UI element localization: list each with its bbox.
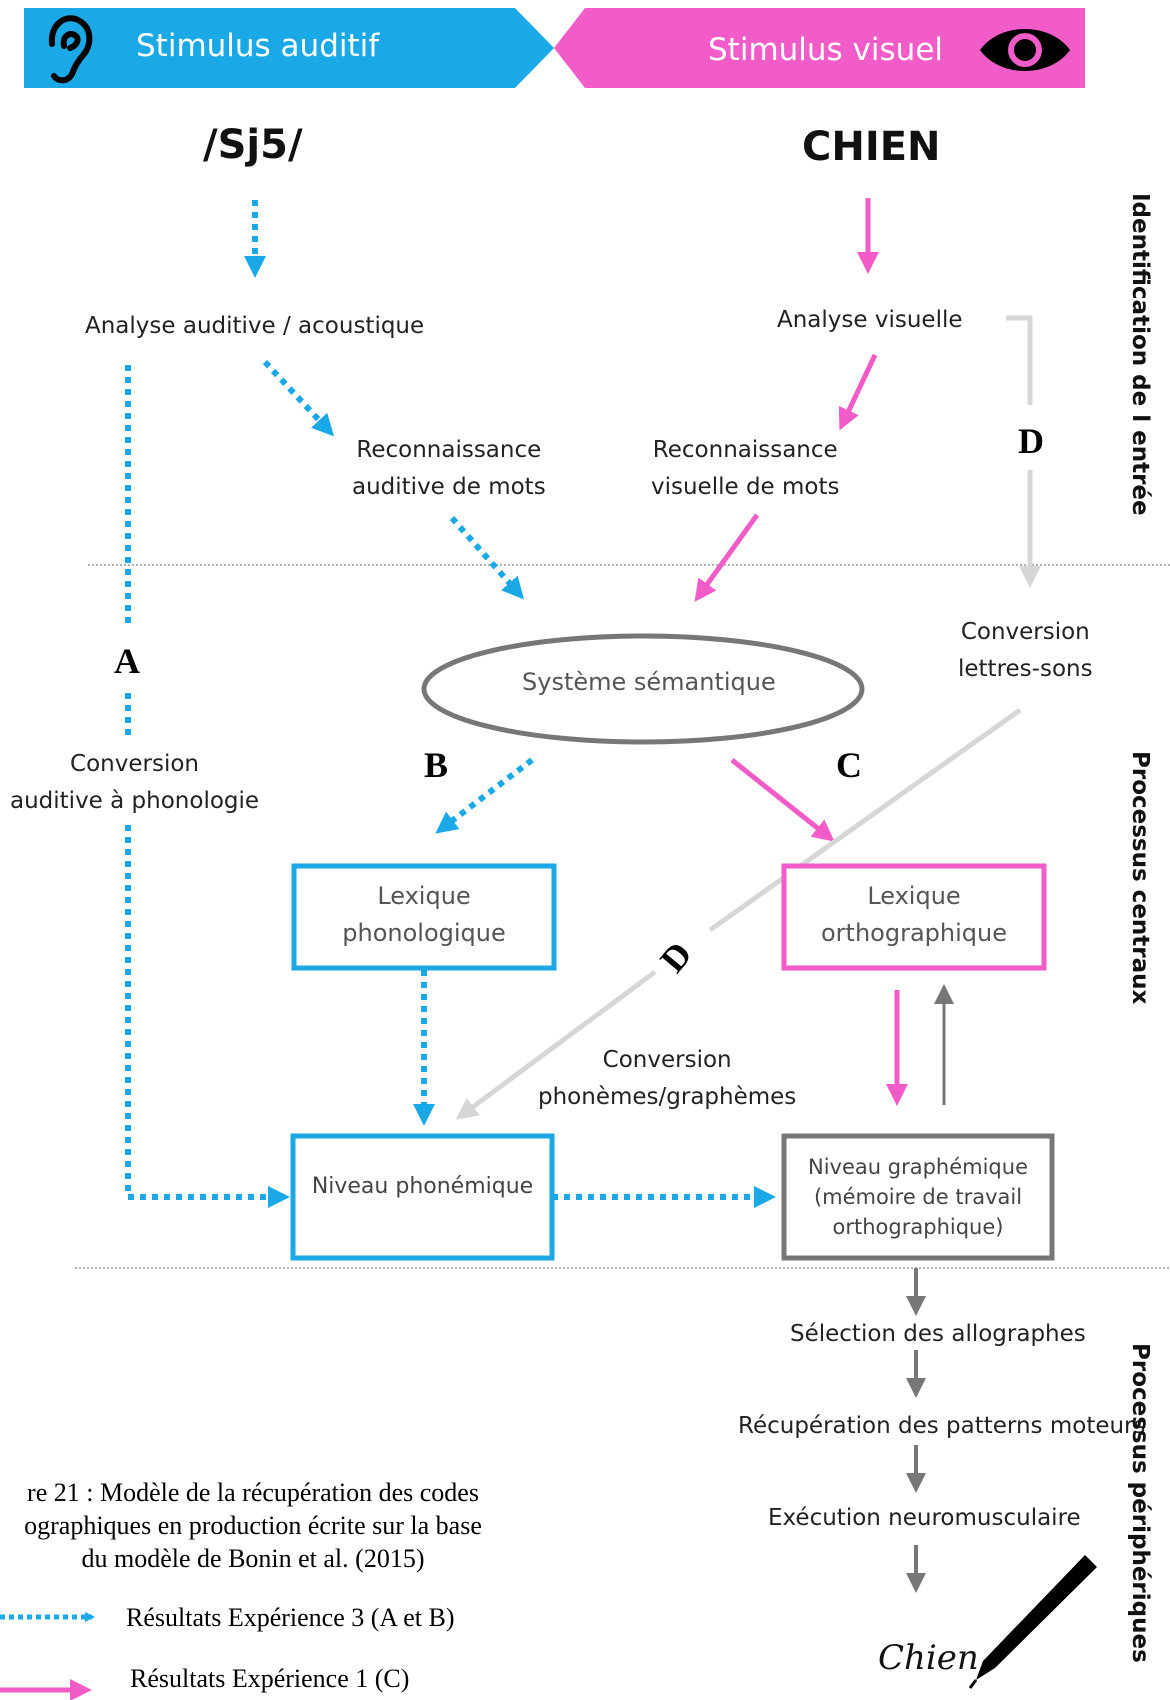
path-a-line — [125, 365, 290, 1208]
visual-analysis-label: Analyse visuelle — [777, 307, 963, 333]
auditory-pathway-arrows — [244, 200, 776, 1208]
path-letter-d-top: D — [1018, 421, 1044, 461]
letter-sound-conversion-label: Conversion lettres-sons — [958, 619, 1093, 682]
written-word: CHIEN — [802, 124, 941, 170]
visual-banner — [554, 8, 1085, 88]
section-central-processes: Processus centraux — [1127, 751, 1153, 1005]
graphemic-level-box — [781, 1133, 1055, 1261]
arrow-semantic-to-orthographic-lexicon-c — [730, 758, 835, 842]
arrow-visual-analysis-to-recognition — [838, 353, 878, 431]
path-d-lines — [455, 315, 1041, 1120]
auditory-banner — [24, 8, 554, 88]
path-letter-a: A — [114, 641, 140, 681]
eye-icon — [980, 29, 1070, 71]
visual-stimulus-label: Stimulus visuel — [708, 32, 943, 68]
arrow-visual-recognition-to-semantic — [694, 513, 760, 602]
auditory-phonology-conversion-label: Conversion auditive à phonologie — [10, 751, 260, 814]
section-input-identification: Identification de l entrée — [1127, 193, 1153, 516]
orthographic-lexicon-box — [781, 863, 1047, 971]
visual-recognition-label: Reconnaissance visuelle de mots — [651, 437, 840, 500]
allograph-selection-label: Sélection des allographes — [790, 1321, 1086, 1347]
auditory-stimulus-label: Stimulus auditif — [136, 28, 380, 64]
semantic-system-label: Système sémantique — [522, 668, 776, 696]
handwritten-output: Chien — [878, 1638, 979, 1678]
legend-label-experiment-1: Résultats Expérience 1 (C) — [130, 1664, 410, 1693]
phoneme-grapheme-conversion-label: Conversion phonèmes/graphèmes — [538, 1047, 797, 1110]
section-peripheral-processes: Processus périphériques — [1127, 1343, 1153, 1663]
path-letter-c: C — [836, 745, 862, 785]
neuromuscular-execution-label: Exécution neuromusculaire — [768, 1505, 1081, 1531]
graphemic-level-label: Niveau graphémique (mémoire de travail o… — [808, 1155, 1028, 1239]
figure-caption: re 21 : Modèle de la récupération des co… — [24, 1478, 482, 1573]
phonemic-level-label: Niveau phonémique — [311, 1174, 534, 1199]
ear-icon — [48, 15, 93, 84]
spoken-word: /Sj5/ — [203, 122, 303, 168]
phonological-lexicon-box — [291, 863, 557, 971]
visual-pathway-arrows — [694, 198, 908, 1106]
arrow-semantic-to-phonological-lexicon-b — [435, 757, 534, 834]
arrow-auditory-analysis-to-recognition — [262, 359, 335, 437]
legend-label-experiment-3: Résultats Expérience 3 (A et B) — [126, 1603, 455, 1632]
auditory-analysis-label: Analyse auditive / acoustique — [85, 313, 425, 339]
pen-icon — [968, 1544, 1097, 1689]
phonemic-level-box — [290, 1133, 555, 1261]
auditory-recognition-label: Reconnaissance auditive de mots — [352, 437, 546, 500]
semantic-system-ellipse — [421, 633, 865, 745]
orthographic-lexicon-label: Lexique orthographique — [821, 882, 1007, 947]
path-letter-b: B — [424, 745, 449, 785]
motor-patterns-label: Récupération des patterns moteurs — [738, 1413, 1146, 1439]
arrow-recognition-to-semantic — [449, 516, 524, 600]
phonological-lexicon-label: Lexique phonologique — [342, 882, 506, 947]
